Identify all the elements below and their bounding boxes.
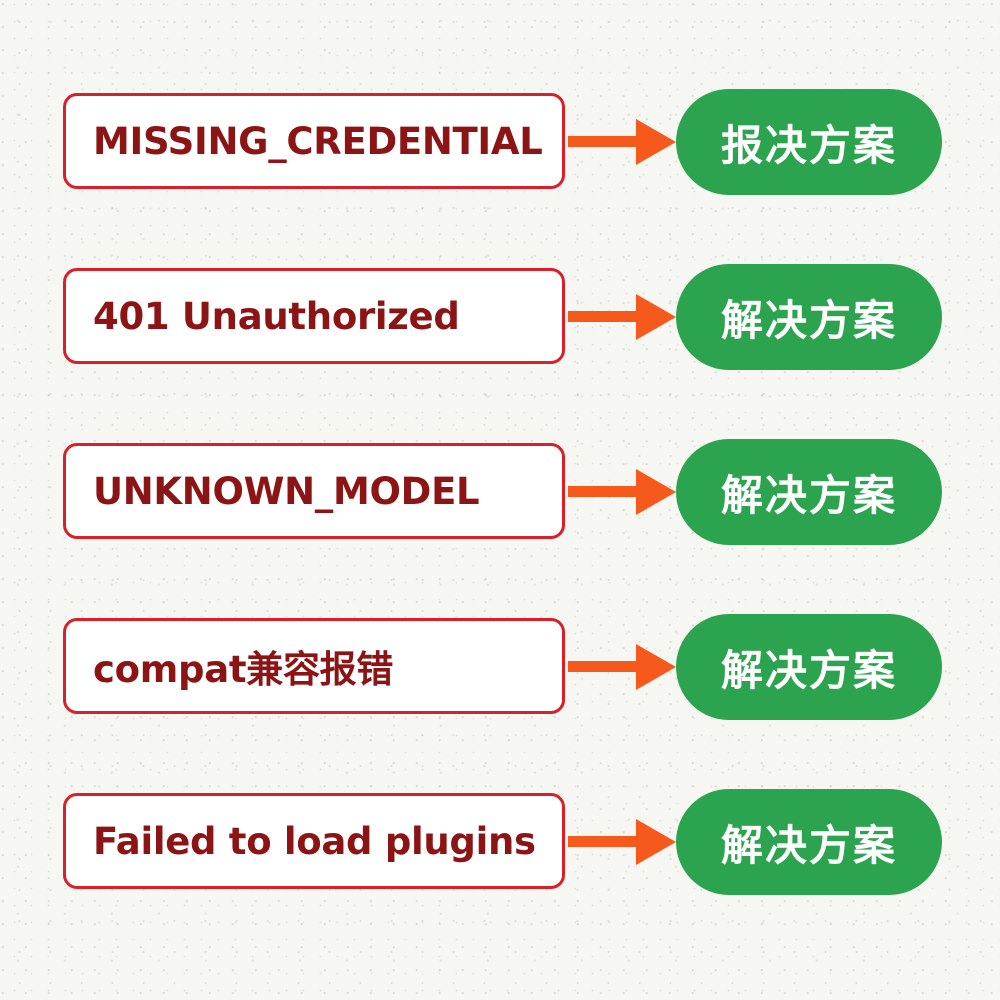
solution-button[interactable]: 报决方案 xyxy=(676,89,942,195)
solution-button[interactable]: 解决方案 xyxy=(676,614,942,720)
arrow-right-icon xyxy=(568,819,680,865)
arrow-right-icon xyxy=(568,119,680,165)
flow-row: compat兼容报错 解决方案 xyxy=(0,614,1000,724)
error-box: UNKNOWN_MODEL xyxy=(63,443,565,539)
error-box: compat兼容报错 xyxy=(63,618,565,714)
flow-row: MISSING_CREDENTIAL 报决方案 xyxy=(0,89,1000,199)
error-box: Failed to load plugins xyxy=(63,793,565,889)
arrow-right-icon xyxy=(568,644,680,690)
arrow-right-icon xyxy=(568,469,680,515)
solution-button[interactable]: 解决方案 xyxy=(676,439,942,545)
solution-button[interactable]: 解决方案 xyxy=(676,264,942,370)
error-box: 401 Unauthorized xyxy=(63,268,565,364)
solution-button[interactable]: 解决方案 xyxy=(676,789,942,895)
flow-row: UNKNOWN_MODEL 解决方案 xyxy=(0,439,1000,549)
flow-row: Failed to load plugins 解决方案 xyxy=(0,789,1000,899)
error-box: MISSING_CREDENTIAL xyxy=(63,93,565,189)
flow-row: 401 Unauthorized 解决方案 xyxy=(0,264,1000,374)
arrow-right-icon xyxy=(568,294,680,340)
